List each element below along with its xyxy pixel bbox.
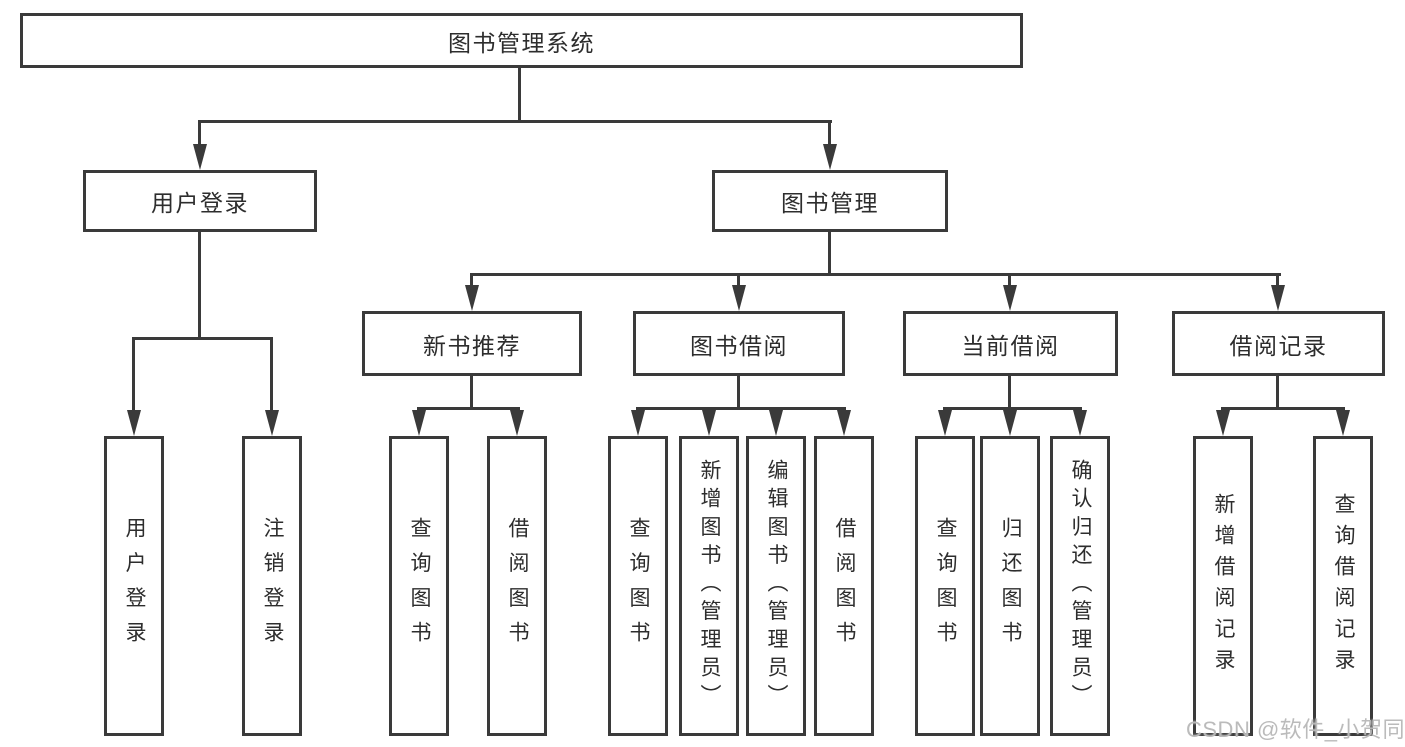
- node-book-management: 图书管理: [712, 170, 948, 232]
- arrow-down-icon: [1216, 410, 1230, 436]
- leaf-logout: 注销登录: [242, 436, 302, 736]
- arrow-down-icon: [823, 144, 837, 170]
- leaf-newbook-borrow-books: 借阅图书: [487, 436, 547, 736]
- arrow-down-icon: [769, 410, 783, 436]
- arrow-down-icon: [938, 410, 952, 436]
- connector-line: [1221, 407, 1345, 410]
- node-borrow-records: 借阅记录: [1172, 311, 1385, 376]
- leaf-newbook-query-books: 查询图书: [389, 436, 449, 736]
- arrow-down-icon: [193, 144, 207, 170]
- arrow-down-icon: [465, 285, 479, 311]
- connector-line: [198, 232, 201, 340]
- connector-line: [737, 376, 740, 410]
- leaf-borrow-borrow-books: 借阅图书: [814, 436, 874, 736]
- arrow-down-icon: [265, 410, 279, 436]
- connector-line: [828, 232, 831, 276]
- arrow-down-icon: [510, 410, 524, 436]
- connector-line: [1276, 376, 1279, 410]
- connector-line: [198, 120, 832, 123]
- arrow-down-icon: [1271, 285, 1285, 311]
- connector-line: [417, 407, 520, 410]
- node-root: 图书管理系统: [20, 13, 1023, 68]
- watermark: CSDN @软件_小贺同学: [1186, 717, 1405, 742]
- connector-line: [1008, 273, 1011, 289]
- leaf-current-query-books: 查询图书: [915, 436, 975, 736]
- connector-line: [737, 273, 740, 289]
- arrow-down-icon: [732, 285, 746, 311]
- connector-line: [270, 337, 273, 414]
- leaf-current-confirm-return-admin: 确认归还（管理员）: [1050, 436, 1110, 736]
- arrow-down-icon: [1003, 410, 1017, 436]
- connector-line: [828, 120, 831, 148]
- connector-line: [1276, 273, 1279, 289]
- node-new-book-recommend: 新书推荐: [362, 311, 582, 376]
- leaf-borrow-edit-books-admin: 编辑图书（管理员）: [746, 436, 806, 736]
- connector-line: [470, 273, 1281, 276]
- connector-line: [518, 68, 521, 123]
- arrow-down-icon: [702, 410, 716, 436]
- leaf-user-login: 用户登录: [104, 436, 164, 736]
- connector-line: [943, 407, 1082, 410]
- arrow-down-icon: [127, 410, 141, 436]
- connector-line: [1008, 376, 1011, 410]
- connector-line: [470, 273, 473, 289]
- connector-line: [132, 337, 135, 414]
- arrow-down-icon: [1003, 285, 1017, 311]
- leaf-borrow-query-books: 查询图书: [608, 436, 668, 736]
- node-current-borrow: 当前借阅: [903, 311, 1118, 376]
- arrow-down-icon: [837, 410, 851, 436]
- connector-line: [636, 407, 846, 410]
- connector-line: [198, 120, 201, 148]
- node-user-login: 用户登录: [83, 170, 317, 232]
- leaf-borrow-add-books-admin: 新增图书（管理员）: [679, 436, 739, 736]
- leaf-current-return-books: 归还图书: [980, 436, 1040, 736]
- node-book-borrow: 图书借阅: [633, 311, 845, 376]
- arrow-down-icon: [1336, 410, 1350, 436]
- connector-line: [470, 376, 473, 410]
- connector-line: [132, 337, 273, 340]
- leaf-records-query-record: 查询借阅记录: [1313, 436, 1373, 736]
- leaf-records-add-record: 新增借阅记录: [1193, 436, 1253, 736]
- arrow-down-icon: [412, 410, 426, 436]
- arrow-down-icon: [631, 410, 645, 436]
- arrow-down-icon: [1073, 410, 1087, 436]
